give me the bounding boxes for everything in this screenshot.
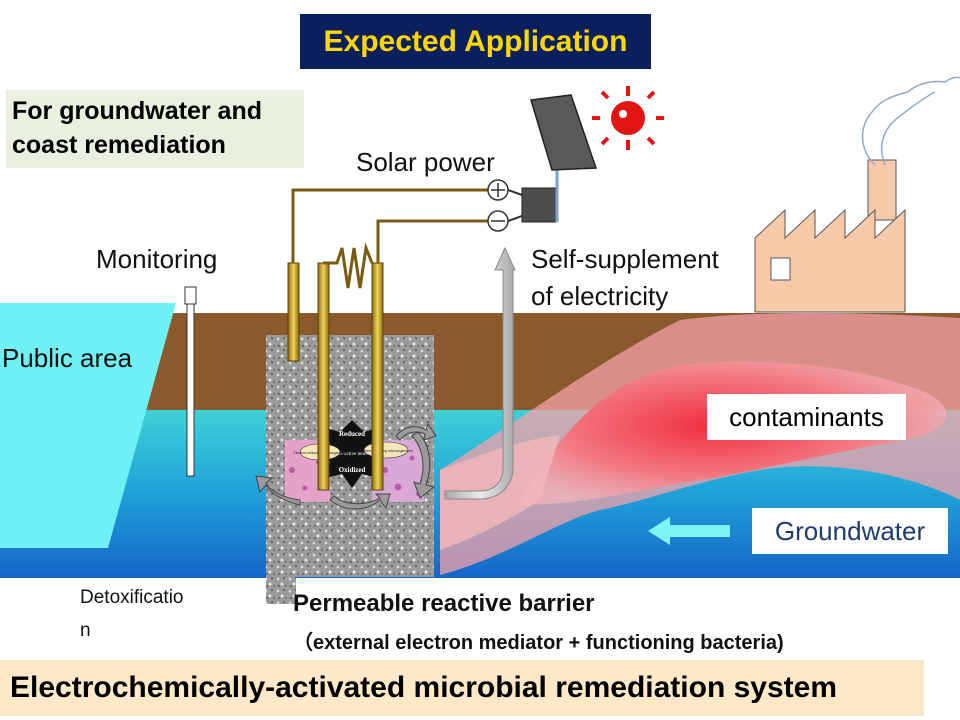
barrier-extension — [266, 577, 296, 604]
battery-box — [522, 188, 556, 222]
electrode-center — [318, 263, 329, 490]
inset-oxidized-label: Oxidized — [339, 466, 366, 474]
monitoring-well-cap — [185, 287, 196, 304]
contaminants-label: contaminants — [707, 394, 906, 440]
sun-icon — [592, 86, 664, 150]
detoxification-label-line1: Detoxificatio — [80, 587, 184, 609]
prb-subtitle: （external electron mediator + functionin… — [293, 626, 784, 655]
self-supplement-label-line2: of electricity — [531, 281, 668, 312]
solar-power-label: Solar power — [356, 147, 495, 178]
groundwater-label: Groundwater — [752, 508, 948, 554]
scope-label: For groundwater and coast remediation — [6, 90, 304, 168]
inset-reduced-label: Reduced — [339, 430, 365, 438]
monitoring-well — [187, 304, 194, 476]
detoxification-label-line2: n — [80, 620, 91, 642]
oxidizing-microbe-label: Electron-oxidizing microorganisms — [359, 449, 413, 453]
page-title: Expected Application — [300, 14, 651, 69]
minus-terminal-icon — [488, 211, 508, 231]
footer-system-title: Electrochemically-activated microbial re… — [0, 660, 924, 716]
electrode-right — [372, 263, 383, 490]
self-supplement-label-line1: Self-supplement — [531, 244, 719, 275]
plus-terminal-icon — [488, 180, 508, 200]
factory-icon — [755, 77, 960, 312]
prb-title: Permeable reactive barrier — [293, 590, 595, 618]
monitoring-label: Monitoring — [96, 244, 217, 275]
solar-panel-icon — [531, 95, 596, 170]
electrode-left — [288, 263, 299, 361]
public-area-label: Public area — [2, 343, 132, 374]
